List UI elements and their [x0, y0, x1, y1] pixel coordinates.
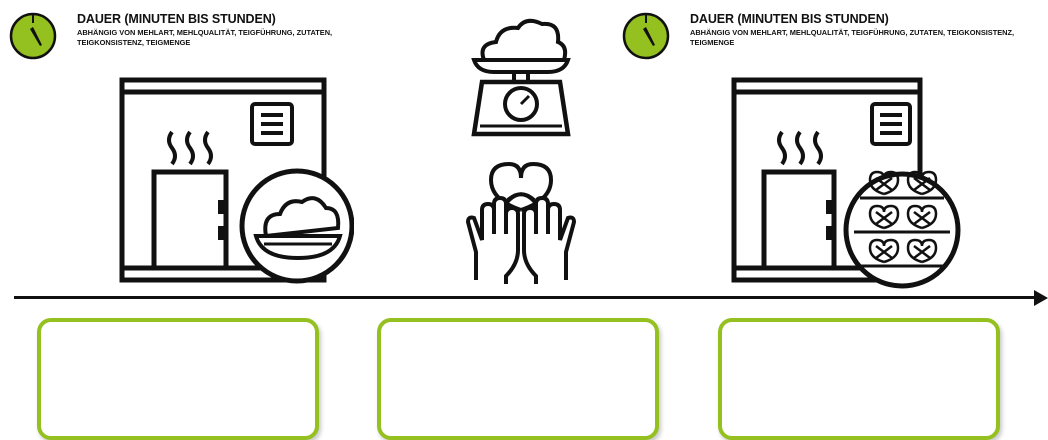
duration-title: DAUER (MINUTEN BIS STUNDEN) — [77, 12, 276, 26]
duration-note-2: DAUER (MINUTEN BIS STUNDEN) ABHÄNGIG VON… — [612, 0, 1042, 70]
hands-shaping-pretzel-icon — [464, 160, 578, 288]
duration-title: DAUER (MINUTEN BIS STUNDEN) — [690, 12, 889, 26]
step-box-1[interactable] — [37, 318, 319, 440]
timer-icon — [621, 11, 671, 61]
scale-with-dough-icon — [466, 16, 576, 142]
timer-icon — [8, 11, 58, 61]
duration-description: ABHÄNGIG VON MEHLART, MEHLQUALITÄT, TEIG… — [690, 28, 1020, 47]
step-box-2[interactable] — [377, 318, 659, 440]
duration-description: ABHÄNGIG VON MEHLART, MEHLQUALITÄT, TEIG… — [77, 28, 397, 47]
proofing-chamber-pretzel-trays-icon — [726, 76, 986, 298]
proofing-chamber-dough-bowl-icon — [114, 76, 354, 298]
timeline-arrow-icon — [1034, 290, 1048, 306]
step-box-3[interactable] — [718, 318, 1000, 440]
duration-note-1: DAUER (MINUTEN BIS STUNDEN) ABHÄNGIG VON… — [0, 0, 420, 70]
timeline-line — [14, 296, 1038, 299]
